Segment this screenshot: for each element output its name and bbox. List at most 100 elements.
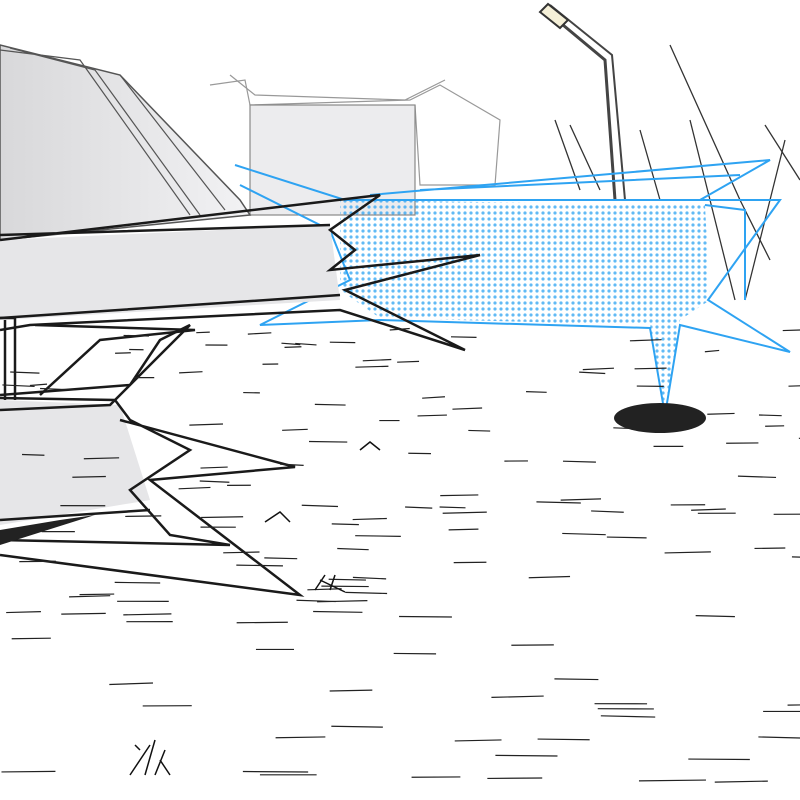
ground-stroke	[362, 358, 392, 362]
ground-stroke	[389, 327, 410, 331]
ground-stroke	[691, 508, 726, 511]
ground-stroke	[352, 576, 387, 580]
ground-stroke	[83, 457, 120, 460]
ground-stroke	[114, 581, 161, 584]
ground-hatching	[1, 327, 800, 783]
ground-stroke	[331, 725, 383, 728]
ground-stroke	[196, 331, 210, 334]
ground-stroke	[422, 396, 446, 399]
ground-stroke	[448, 528, 479, 531]
ground-stroke	[11, 637, 51, 640]
bench-shadow	[614, 403, 706, 433]
ground-stroke	[6, 611, 41, 614]
ground-stroke	[178, 486, 211, 490]
ground-stroke	[737, 475, 777, 479]
ground-stroke	[562, 460, 596, 463]
ground-stroke	[758, 414, 782, 417]
ground-stroke	[452, 407, 483, 410]
ground-stroke	[109, 682, 154, 686]
ground-stroke	[528, 575, 571, 579]
ground-stroke	[301, 504, 339, 508]
ground-stroke	[707, 412, 735, 415]
ground-stroke	[579, 371, 606, 375]
highlighted-bench[interactable]	[234, 159, 791, 433]
ground-stroke	[123, 334, 149, 337]
ground-stroke	[591, 510, 624, 513]
ground-stroke	[40, 387, 75, 391]
ground-stroke	[440, 494, 479, 497]
foreground-bench-upper[interactable]	[0, 193, 481, 396]
ground-stroke	[714, 780, 768, 783]
ground-stroke	[629, 339, 662, 342]
ground-stroke	[1, 770, 56, 773]
ground-stroke	[79, 593, 115, 596]
ground-stroke	[442, 511, 487, 514]
foreground-bench-lower[interactable]	[0, 316, 305, 597]
ground-stroke	[2, 384, 35, 388]
ground-stroke	[562, 532, 606, 536]
ground-stroke	[600, 715, 656, 718]
ground-stroke	[295, 342, 317, 346]
grass-tufts	[129, 441, 381, 776]
ground-stroke	[123, 613, 172, 616]
ground-stroke	[313, 610, 363, 613]
ground-stroke	[638, 779, 706, 782]
ground-stroke	[355, 535, 401, 537]
ground-stroke	[69, 595, 111, 598]
ground-stroke	[791, 556, 800, 558]
ground-stroke	[468, 429, 491, 432]
ground-stroke	[554, 678, 599, 681]
ground-stroke	[405, 506, 433, 509]
ground-stroke	[29, 383, 48, 387]
ground-stroke	[223, 551, 260, 554]
ground-stroke	[199, 480, 230, 483]
ground-stroke	[537, 738, 590, 741]
ground-stroke	[329, 689, 373, 692]
ground-stroke	[439, 506, 466, 509]
ground-stroke	[275, 736, 326, 739]
ground-stroke	[536, 501, 581, 504]
ground-stroke	[664, 551, 711, 554]
ground-stroke	[189, 423, 223, 426]
ground-stroke	[613, 427, 650, 430]
ground-stroke	[582, 367, 614, 371]
ground-stroke	[695, 615, 735, 618]
ground-stroke	[787, 704, 800, 706]
ground-stroke	[21, 453, 45, 456]
ground-stroke	[236, 564, 283, 567]
ground-stroke	[200, 466, 228, 469]
ground-stroke	[309, 440, 348, 443]
ground-stroke	[560, 498, 602, 501]
ground-stroke	[264, 557, 298, 560]
ground-stroke	[280, 463, 304, 467]
ground-stroke	[634, 367, 667, 370]
ground-stroke	[454, 739, 502, 742]
ground-stroke	[337, 547, 369, 551]
ground-stroke	[328, 578, 366, 581]
ground-stroke	[125, 515, 162, 518]
ground-stroke	[352, 517, 387, 521]
ground-stroke	[281, 342, 301, 346]
lamp-post	[538, 2, 626, 201]
ground-stroke	[399, 615, 452, 618]
ground-stroke	[247, 332, 272, 335]
ground-stroke	[314, 403, 346, 406]
ground-stroke	[115, 352, 131, 354]
ground-stroke	[345, 591, 388, 595]
ground-stroke	[10, 371, 40, 374]
ground-stroke	[61, 612, 106, 615]
ground-stroke	[307, 588, 342, 591]
left-wall	[0, 44, 252, 241]
ground-stroke	[606, 536, 647, 539]
ground-stroke	[417, 414, 447, 417]
ground-stroke	[450, 336, 477, 339]
ground-stroke	[284, 346, 302, 348]
ground-stroke	[526, 391, 547, 393]
ground-stroke	[491, 695, 544, 699]
ground-stroke	[201, 516, 244, 519]
ground-stroke	[179, 371, 203, 374]
ground-stroke	[282, 428, 308, 431]
ground-stroke	[704, 349, 720, 353]
ground-stroke	[758, 736, 800, 739]
